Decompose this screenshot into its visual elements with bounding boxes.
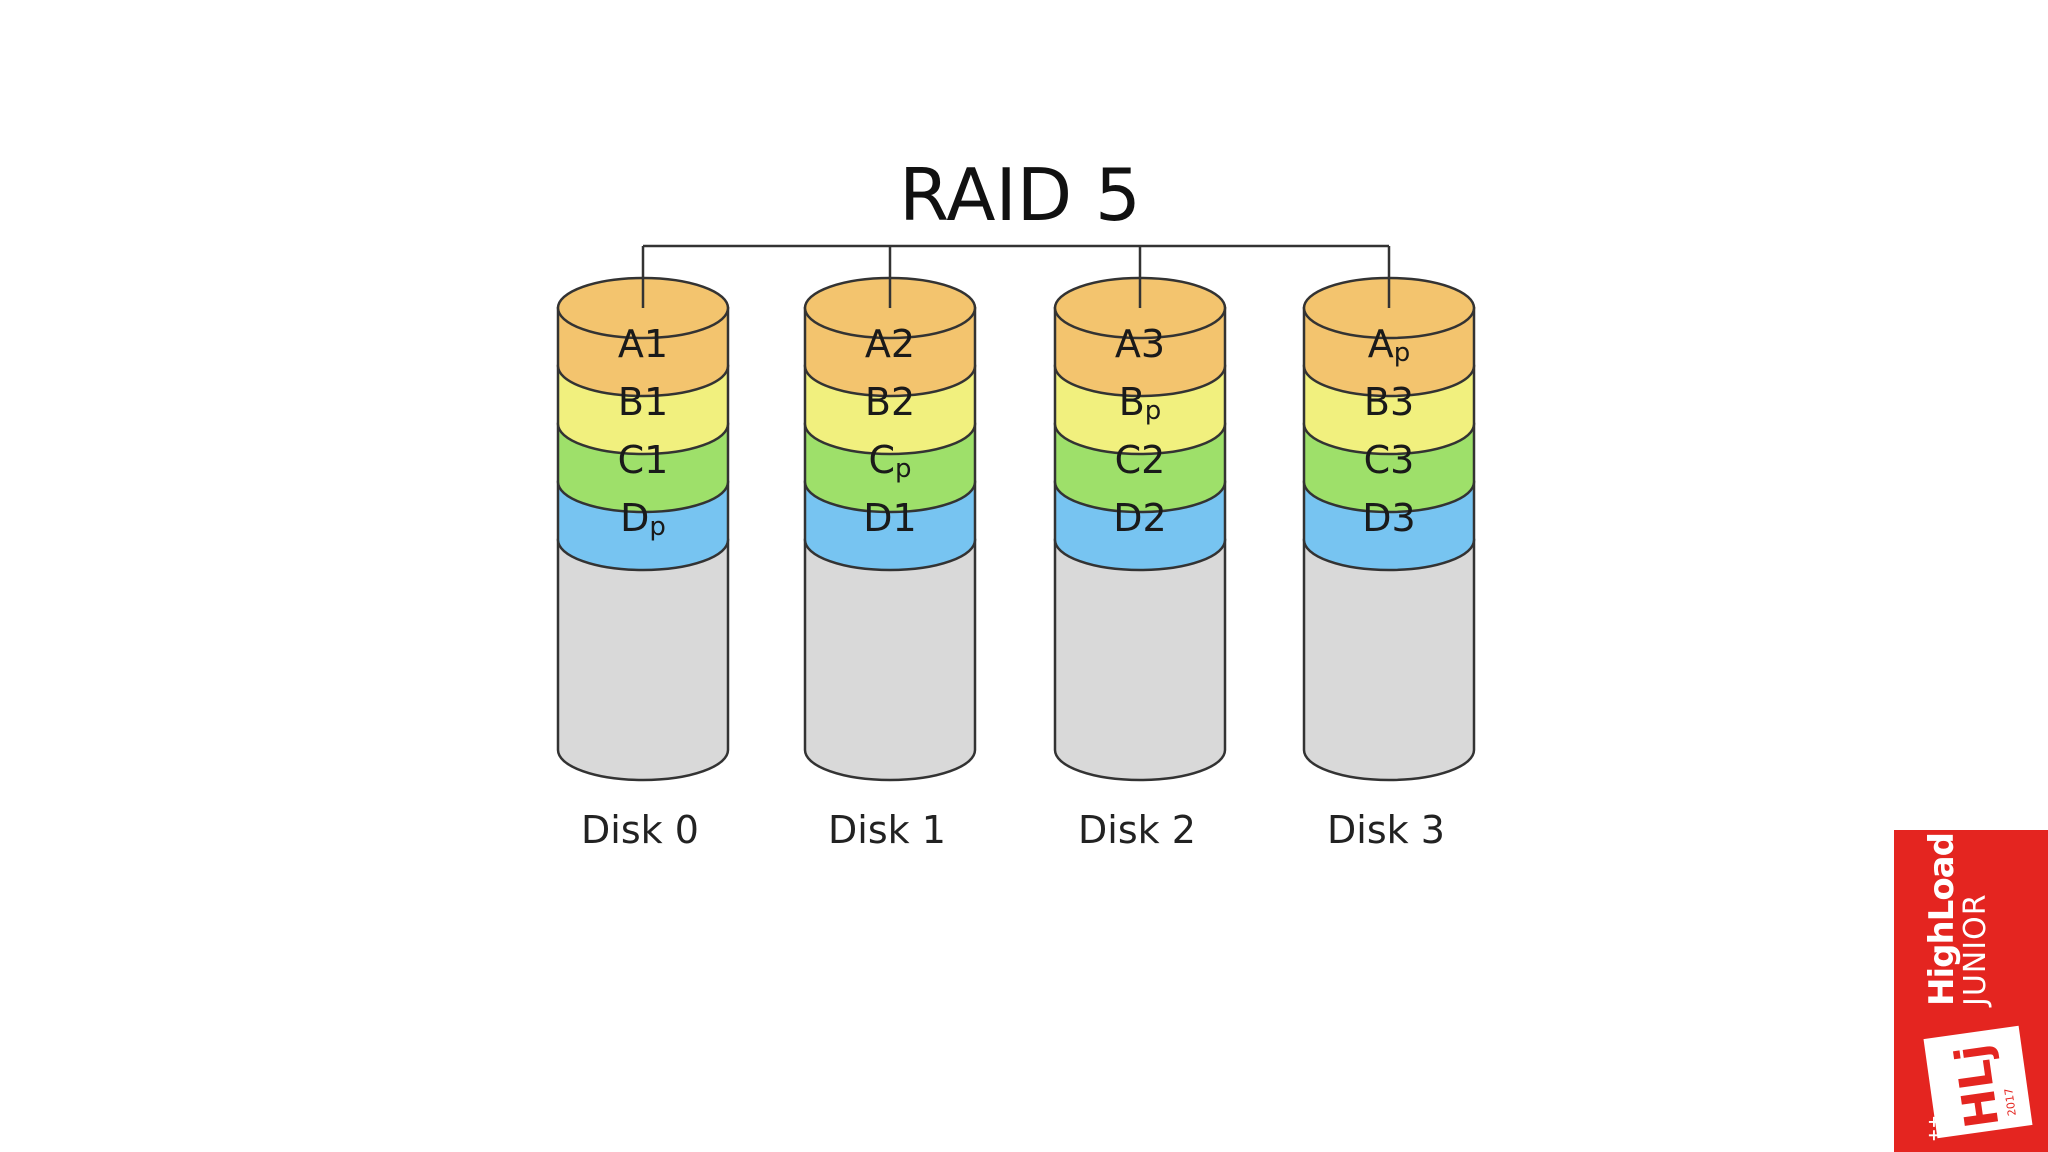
highload-junior-badge: ++ HLj 2017 HighLoad JUNIOR	[1894, 830, 2048, 1152]
badge-logo: HLj	[1944, 1041, 2010, 1132]
block-label: A1	[618, 322, 668, 366]
block-label: Bp	[1119, 380, 1162, 426]
disk-free-space	[1053, 538, 1227, 782]
badge-edition: JUNIOR	[1958, 893, 1993, 1006]
block-label: C1	[618, 438, 669, 482]
block-label: D2	[1113, 496, 1166, 540]
disk-label: Disk 2	[1078, 808, 1196, 852]
block-label: Ap	[1368, 322, 1411, 368]
block-label: A2	[865, 322, 915, 366]
block-label: Cp	[868, 438, 911, 484]
block-label: B1	[618, 380, 668, 424]
bus-connector	[641, 244, 1391, 308]
disk-free-space	[1302, 538, 1476, 782]
disk-label: Disk 3	[1327, 808, 1445, 852]
block-label: A3	[1115, 322, 1165, 366]
disk-label: Disk 1	[828, 808, 946, 852]
block-label: C2	[1115, 438, 1166, 482]
disk-label: Disk 0	[581, 808, 699, 852]
badge-brand: HighLoad	[1922, 833, 1962, 1006]
block-label: Dp	[620, 496, 666, 542]
block-label: D1	[863, 496, 916, 540]
block-label: D3	[1362, 496, 1415, 540]
block-label: C3	[1364, 438, 1415, 482]
block-label: B2	[865, 380, 915, 424]
block-label: B3	[1364, 380, 1414, 424]
disk-free-space	[803, 538, 977, 782]
disk-free-space	[556, 538, 730, 782]
diagram-title: RAID 5	[899, 153, 1141, 237]
